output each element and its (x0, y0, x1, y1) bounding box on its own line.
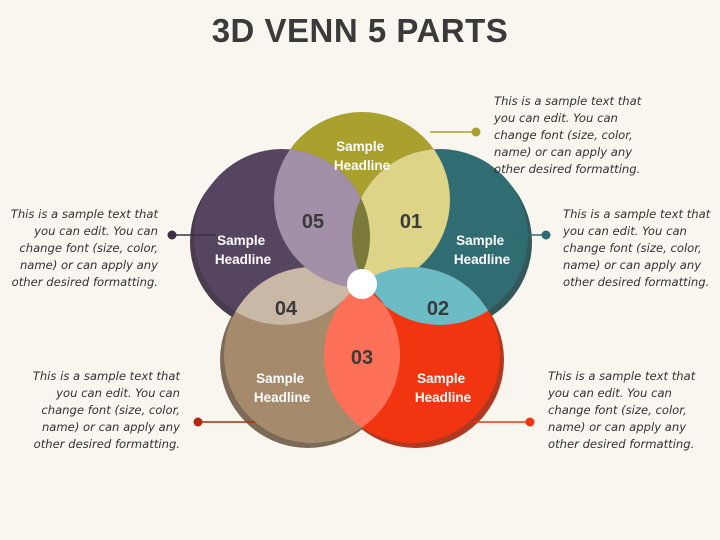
headline-03: Sample Headline (415, 371, 472, 405)
page-title: 3D VENN 5 PARTS (211, 12, 509, 49)
connectors (167, 127, 551, 427)
number-03: 03 (351, 347, 373, 369)
description-05: This is a sample text that you can edit.… (10, 207, 158, 289)
description-03: This is a sample text that you can edit.… (548, 369, 696, 451)
number-01: 01 (400, 211, 422, 233)
center-dot (347, 269, 377, 299)
headline-04: Sample Headline (254, 371, 311, 405)
description-04: This is a sample text that you can edit.… (32, 369, 180, 451)
headline-05: Sample Headline (215, 233, 272, 267)
number-04: 04 (275, 298, 298, 320)
number-05: 05 (302, 211, 324, 233)
description-01: This is a sample text that you can edit.… (494, 94, 642, 176)
headline-01: Sample Headline (334, 139, 391, 173)
headline-02: Sample Headline (454, 233, 511, 267)
number-02: 02 (427, 298, 449, 320)
description-02: This is a sample text that you can edit.… (563, 207, 711, 289)
overlap-03 (324, 267, 400, 443)
